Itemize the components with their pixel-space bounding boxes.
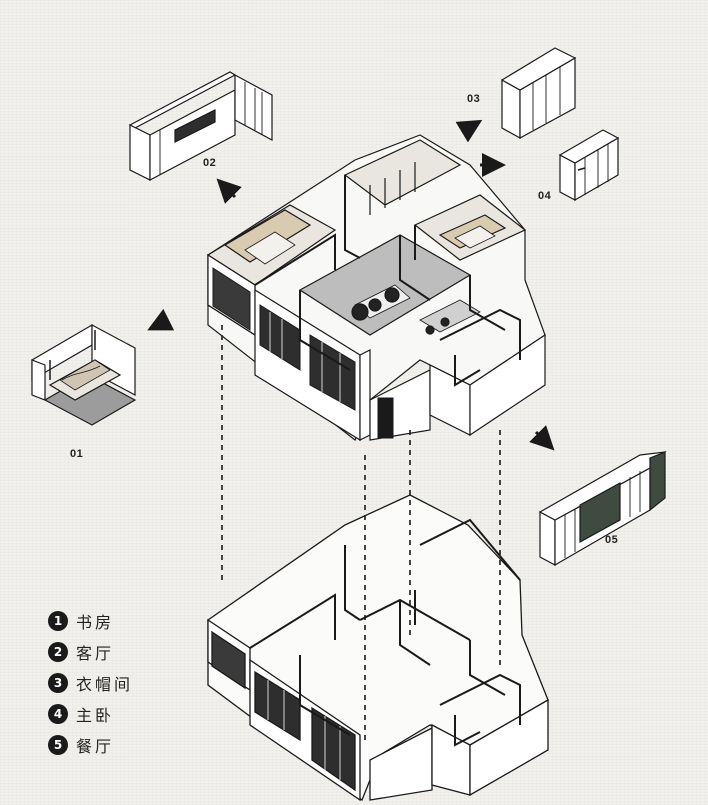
legend-item-living-room: 2 客厅 [48,641,133,663]
exploded-living-wall [128,71,273,181]
legend-item-dining-room: 5 餐厅 [48,734,133,756]
legend-item-study: 1 书房 [48,610,133,632]
callout-02: 02 [203,157,217,169]
legend-number-badge: 1 [48,610,68,631]
explode-arrows [147,119,555,451]
callout-04: 04 [538,190,552,202]
legend-label: 书房 [76,612,115,632]
legend-label: 餐厅 [76,736,115,756]
furnished-floor-plan [206,134,546,442]
legend-number-badge: 5 [48,734,68,755]
legend-label: 主卧 [76,705,115,725]
legend-label: 客厅 [76,643,115,663]
callout-03: 03 [467,93,481,105]
exploded-study [31,323,137,426]
room-legend: 1 书房 2 客厅 3 衣帽间 4 主卧 5 餐厅 [48,610,133,765]
legend-number-badge: 4 [48,703,68,724]
legend-number-badge: 2 [48,641,68,662]
exploded-bedroom-cabinet [558,129,620,202]
exploded-wardrobe [500,47,577,140]
legend-item-cloakroom: 3 衣帽间 [48,672,134,694]
callout-01: 01 [70,448,84,460]
exploded-dining-wall [538,451,667,567]
projection-lines [221,325,501,745]
callout-05: 05 [605,534,619,546]
empty-floor-plan [207,494,549,802]
legend-number-badge: 3 [48,672,68,693]
legend-label: 衣帽间 [76,674,134,694]
legend-item-master-bedroom: 4 主卧 [48,703,133,725]
